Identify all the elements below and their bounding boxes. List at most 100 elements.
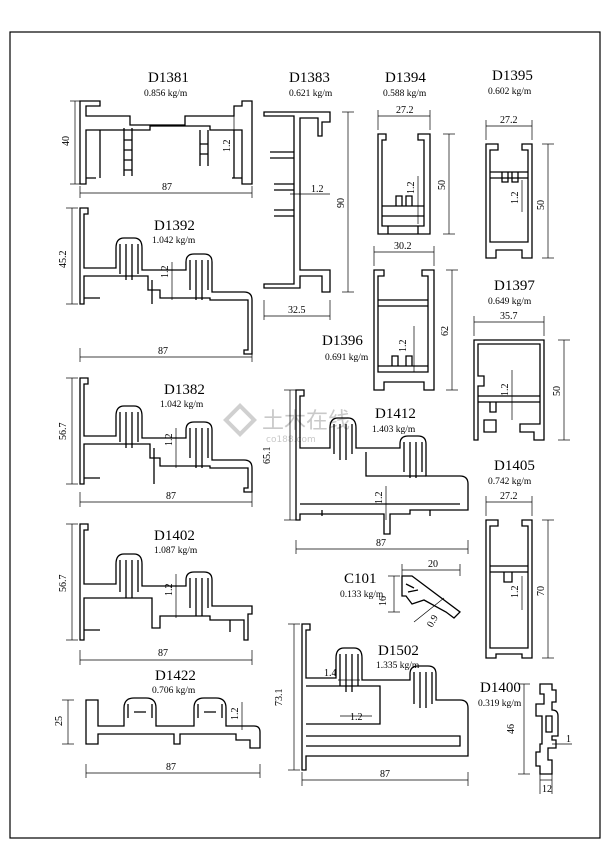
profile-section-detail [405, 583, 419, 593]
profile-section [263, 111, 331, 293]
profile-section [373, 269, 435, 391]
dim-wall: 1.2 [510, 192, 521, 205]
profile-c101: C101 0.133 kg/m 20 16 0.9 [340, 559, 461, 630]
dim-height: 90 [336, 198, 347, 208]
profile-code: D1381 [148, 70, 189, 86]
profile-code: D1400 [480, 680, 521, 696]
profile-d1402: D1402 1.087 kg/m 56.7 87 1.2 [58, 523, 253, 665]
watermark: 土木在线 co188.com [223, 403, 350, 445]
profile-weight: 1.087 kg/m [154, 546, 198, 556]
dim-wall: 1.2 [164, 434, 175, 447]
profile-section-detail [478, 395, 540, 433]
profile-section-detail [378, 299, 428, 367]
profile-section [401, 575, 461, 619]
profile-code: D1394 [385, 70, 426, 86]
dim-height: 70 [536, 586, 547, 596]
profile-code: C101 [344, 571, 377, 587]
profile-section-detail [84, 244, 209, 304]
profile-section [535, 683, 559, 775]
profile-weight: 0.319 kg/m [478, 699, 522, 709]
profile-code: D1382 [164, 382, 205, 398]
dim-height: 25 [54, 716, 65, 726]
profile-section-detail [270, 151, 294, 217]
dim-width: 87 [158, 346, 168, 357]
dim-height: 45.2 [58, 251, 69, 269]
profile-section-detail [545, 715, 553, 733]
profile-d1382: D1382 1.042 kg/m 56.7 87 1.2 [58, 377, 253, 507]
profile-code: D1412 [375, 406, 416, 422]
profile-d1400: D1400 0.319 kg/m 46 12 1 [478, 680, 572, 795]
profile-section-detail [84, 560, 231, 632]
profile-d1396: D1396 0.691 kg/m 30.2 62 1.2 [322, 241, 458, 391]
profile-code: D1422 [155, 668, 196, 684]
profile-section [79, 523, 253, 641]
dim-height: 62 [440, 326, 451, 336]
dim-height: 40 [61, 136, 72, 146]
dim-width: 87 [162, 182, 172, 193]
profile-code: D1402 [154, 528, 195, 544]
dim-wall: 1.2 [374, 492, 385, 505]
profile-section-detail [86, 128, 242, 179]
profile-d1422: D1422 0.706 kg/m 25 87 1.2 [54, 668, 261, 778]
profile-weight: 1.335 kg/m [376, 661, 420, 671]
dim-height: 50 [437, 180, 448, 190]
watermark-text: 土木在线 [262, 409, 350, 434]
watermark-subtext: co188.com [266, 435, 316, 445]
profile-section-detail [490, 171, 528, 183]
profile-section [377, 133, 431, 235]
dim-wall: 1.2 [222, 140, 233, 153]
profile-d1397: D1397 0.649 kg/m 35.7 50 1.2 [473, 278, 570, 441]
profile-section [295, 389, 469, 535]
profile-section-detail [382, 195, 424, 234]
dim-height: 50 [536, 200, 547, 210]
dim-wall: 1.2 [406, 182, 417, 195]
profile-section-detail [127, 704, 223, 718]
dim-wall: 1.2 [230, 708, 241, 721]
profile-weight: 0.691 kg/m [325, 353, 369, 363]
dim-width: 87 [380, 769, 390, 780]
profile-weight: 0.621 kg/m [289, 89, 333, 99]
dim-wall: 1.2 [398, 340, 409, 353]
dim-width: 27.2 [500, 491, 518, 502]
profile-weight: 0.133 kg/m [340, 590, 384, 600]
profile-code: D1502 [378, 643, 419, 659]
dim-height: 46 [506, 724, 517, 734]
dim-width: 27.2 [500, 115, 518, 126]
profile-section [85, 697, 261, 749]
profile-section-detail [300, 424, 460, 516]
profile-d1405: D1405 0.742 kg/m 27.2 70 1.2 [485, 458, 554, 659]
profile-code: D1405 [494, 458, 535, 474]
profile-weight: 0.602 kg/m [488, 87, 532, 97]
profile-d1395: D1395 0.602 kg/m 27.2 50 1.2 [485, 68, 554, 259]
watermark-logo-icon [223, 403, 257, 437]
profile-d1502: D1502 1.335 kg/m 73.1 87 1.4 1.2 [274, 623, 469, 786]
profile-section-detail [306, 654, 461, 747]
profile-weight: 0.649 kg/m [488, 297, 532, 307]
profile-section-detail [490, 565, 528, 583]
sheet-border [9, 31, 601, 839]
profile-weight: 1.403 kg/m [372, 425, 416, 435]
dim-height: 65.1 [262, 447, 273, 465]
profile-d1392: D1392 1.042 kg/m 45.2 87 1.2 [58, 207, 253, 362]
profile-d1412: D1412 1.403 kg/m 65.1 87 1.2 [262, 389, 469, 554]
profile-code: D1397 [494, 278, 535, 294]
dim-height: 50 [552, 386, 563, 396]
dim-wall: 1.2 [500, 384, 511, 397]
dim-height: 56.7 [58, 575, 69, 593]
profile-d1394: D1394 0.588 kg/m 27.2 50 1.2 [377, 70, 455, 235]
dim-wall: 1.2 [160, 266, 171, 279]
dim-width: 87 [166, 762, 176, 773]
dim-width: 12 [542, 784, 552, 795]
dim-wall: 0.9 [425, 613, 441, 629]
profile-code: D1392 [154, 218, 195, 234]
dim-wall: 1.2 [510, 586, 521, 599]
profile-section-detail [84, 412, 209, 484]
dim-height: 56.7 [58, 423, 69, 441]
dim-width: 27.2 [396, 105, 414, 116]
dim-height: 16 [378, 596, 389, 606]
profile-weight: 1.042 kg/m [152, 236, 196, 246]
dim-width: 87 [166, 491, 176, 502]
dim-width: 35.7 [500, 311, 518, 322]
profile-section [485, 519, 533, 659]
